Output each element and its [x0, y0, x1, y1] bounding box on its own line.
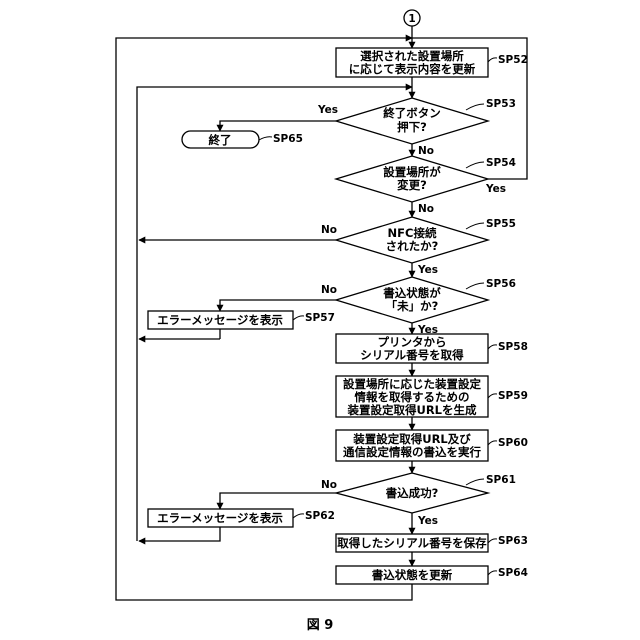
- decision-sp61-label: SP61: [486, 474, 516, 486]
- step-sp52-label: SP52: [498, 54, 528, 66]
- step-sp58-line1: プリンタから: [378, 335, 447, 349]
- decision-sp55-yes: Yes: [417, 264, 438, 276]
- decision-sp55-leader: [466, 223, 484, 229]
- step-sp63-label: SP63: [498, 535, 528, 547]
- decision-sp54-leader: [466, 162, 484, 168]
- terminal-sp65-leader: [259, 137, 272, 140]
- step-sp58-label: SP58: [498, 341, 528, 353]
- decision-sp54-label: SP54: [486, 157, 516, 169]
- step-sp59-line2: 情報を取得するための: [354, 390, 470, 404]
- decision-sp53-line2: 押下?: [397, 120, 427, 134]
- step-sp52-line1: 選択された設置場所: [360, 49, 464, 63]
- step-sp52-leader: [488, 58, 497, 62]
- decision-sp56-line1: 書込状態が: [383, 286, 441, 300]
- step-sp59-line3: 装置設定取得URLを生成: [346, 403, 477, 417]
- sp62-to-loop-arrow: [139, 527, 220, 541]
- step-sp62-leader: [293, 514, 304, 518]
- sp53-yes-arrow: [220, 121, 336, 131]
- decision-sp53-yes: Yes: [317, 104, 338, 116]
- decision-sp55-label: SP55: [486, 218, 516, 230]
- decision-sp53-label: SP53: [486, 98, 516, 110]
- decision-sp54-yes: Yes: [485, 183, 506, 195]
- step-sp64-leader: [488, 571, 497, 575]
- step-sp64-text: 書込状態を更新: [372, 568, 453, 582]
- decision-sp56-leader: [466, 283, 484, 289]
- decision-sp56-no: No: [321, 284, 337, 296]
- step-sp64-label: SP64: [498, 567, 528, 579]
- step-sp60-line1: 装置設定取得URL及び: [352, 432, 471, 446]
- step-sp60-line2: 通信設定情報の書込を実行: [343, 445, 481, 459]
- sp56-no-arrow: [220, 300, 336, 311]
- step-sp59-line1: 設置場所に応じた装置設定: [343, 377, 481, 391]
- step-sp62-text: エラーメッセージを表示: [157, 511, 283, 525]
- decision-sp61-text: 書込成功?: [386, 486, 439, 500]
- decision-sp61-no: No: [321, 479, 337, 491]
- decision-sp54-no: No: [418, 203, 434, 215]
- decision-sp54-line1: 設置場所が: [383, 165, 441, 179]
- terminal-sp65-label: SP65: [273, 133, 303, 145]
- step-sp63-leader: [488, 539, 497, 543]
- step-sp57-label: SP57: [305, 312, 335, 324]
- decision-sp56-line2: 「未」か?: [386, 299, 439, 313]
- step-sp63-text: 取得したシリアル番号を保存: [337, 536, 487, 550]
- decision-sp55-line1: NFC接続: [388, 226, 437, 240]
- step-sp60-label: SP60: [498, 437, 528, 449]
- decision-sp55-no: No: [321, 224, 337, 236]
- step-sp59-label: SP59: [498, 390, 528, 402]
- step-sp58-line2: シリアル番号を取得: [360, 348, 464, 362]
- decision-sp54-line2: 変更?: [397, 178, 427, 192]
- step-sp58-leader: [488, 345, 497, 349]
- step-sp52-line2: に応じて表示内容を更新: [349, 62, 476, 76]
- decision-sp53-no: No: [418, 145, 434, 157]
- decision-sp55-line2: されたか?: [386, 239, 439, 253]
- step-sp57-leader: [293, 316, 304, 320]
- start-connector-label: 1: [408, 13, 415, 25]
- terminal-sp65-text: 終了: [209, 133, 232, 147]
- step-sp60-leader: [488, 441, 497, 445]
- decision-sp56-label: SP56: [486, 278, 516, 290]
- decision-sp61-leader: [466, 479, 484, 485]
- decision-sp53-leader: [466, 104, 484, 110]
- figure-caption: 図 9: [307, 618, 334, 633]
- sp61-no-arrow: [220, 493, 336, 509]
- step-sp57-text: エラーメッセージを表示: [157, 313, 283, 327]
- decision-sp61-yes: Yes: [417, 515, 438, 527]
- decision-sp53-line1: 終了ボタン: [383, 106, 441, 120]
- step-sp62-label: SP62: [305, 510, 335, 522]
- step-sp59-leader: [488, 394, 497, 398]
